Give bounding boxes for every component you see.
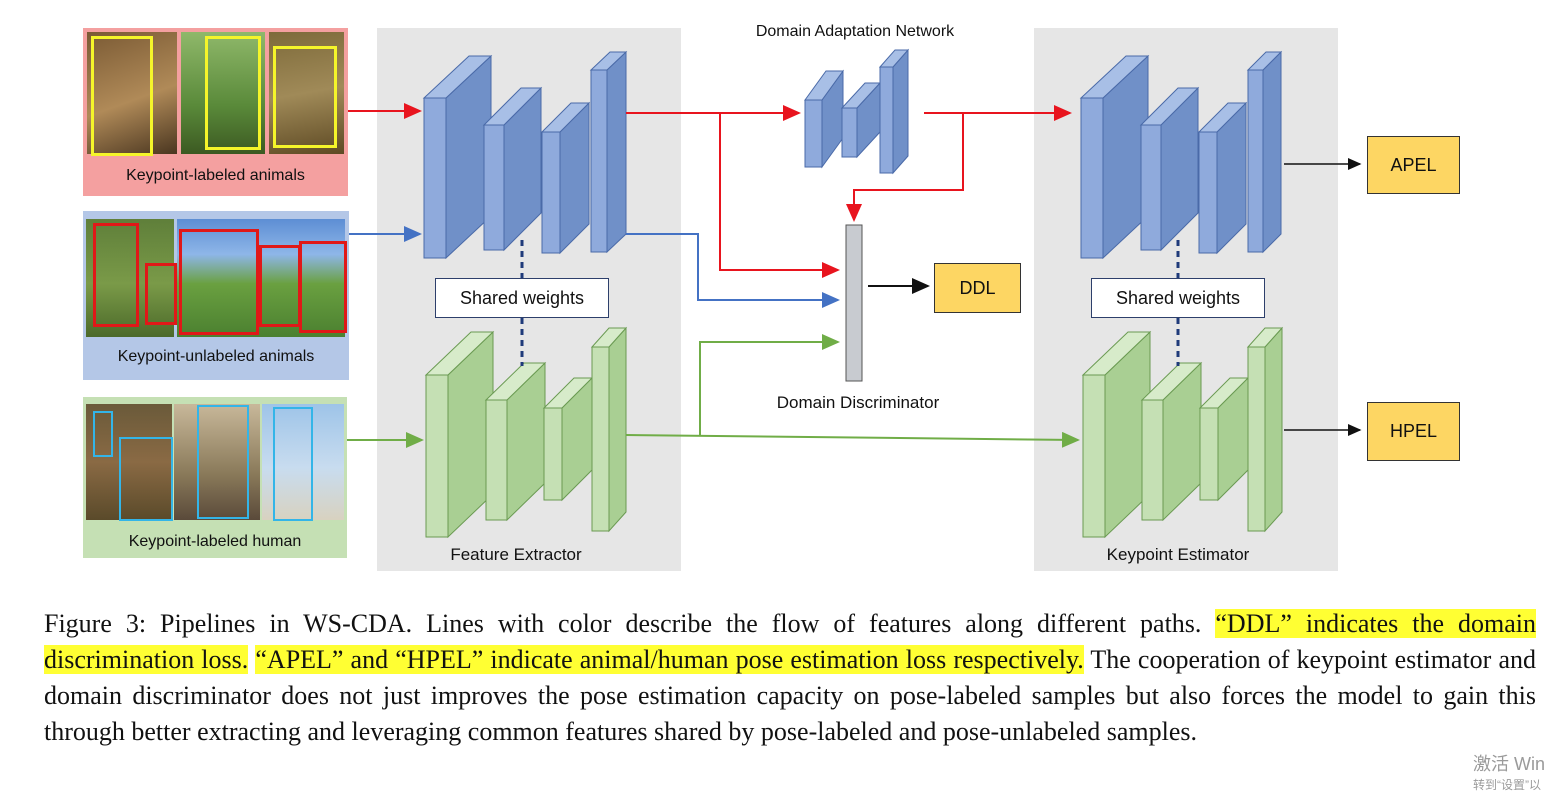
ke-green-block-3 [1198,376,1250,502]
man-room-image [174,404,260,520]
figure-caption: Figure 3: Pipelines in WS-CDA. Lines wit… [44,606,1536,750]
shared-weights-right: Shared weights [1091,278,1265,318]
red-line-to-discriminator [719,113,840,278]
dan-block-2 [840,81,882,159]
shared-weights-left: Shared weights [435,278,609,318]
cat-bbox [91,36,153,156]
caption-suffix: The cooperation of keypoint estimator an… [44,645,1536,746]
source-label: Keypoint-labeled human [128,533,302,550]
fe-blue-block-4 [589,50,628,254]
person-bbox-1 [93,411,113,457]
caption-highlight-pel: “APEL” and “HPEL” indicate animal/human … [255,645,1084,674]
domain-adaptation-label: Domain Adaptation Network [755,23,955,40]
feature-extractor-label: Feature Extractor [450,545,582,564]
fe-green-block-2 [484,361,547,522]
fe-blue-block-1 [422,54,493,260]
ke-blue-block-2 [1139,86,1200,252]
pipeline-diagram [347,48,1362,539]
source-unlabeled-animals: Keypoint-unlabeled animals [83,211,349,380]
pisa-image [262,404,344,520]
green-line-to-estimator [625,431,1080,448]
source-label: Keypoint-unlabeled animals [117,348,315,365]
activation-watermark-line2: 转到“设置”以 [1473,778,1541,792]
source-labeled-animals: Keypoint-labeled animals [83,28,348,196]
dog-ground-image [269,32,344,154]
cow-bbox-4 [299,241,347,333]
caption-prefix: Figure 3: Pipelines in WS-CDA. Lines wit… [44,609,1216,638]
cat-image [87,32,177,154]
dog-ground-bbox [273,46,337,148]
ddl-box: DDL [934,263,1021,313]
bikers-image [86,404,172,520]
fe-green-block-4 [590,326,628,533]
domain-discriminator-bar [845,224,863,382]
cow-bbox-1 [93,223,139,327]
fe-blue-block-3 [540,101,591,255]
apel-box: APEL [1367,136,1460,194]
activation-watermark-line1: 激活 Win [1473,754,1545,774]
keypoint-estimator-label: Keypoint Estimator [1106,545,1250,564]
dan-block-1 [804,69,844,169]
cow-calf-image [86,219,174,337]
ke-green-block-2 [1140,361,1203,522]
person-bbox-4 [273,407,313,521]
dog-jump-image [181,32,265,154]
domain-discriminator-label: Domain Discriminator [776,393,940,412]
source-label: Keypoint-labeled animals [126,167,305,184]
ke-green-block-4 [1246,326,1284,533]
cow-bbox-2 [179,229,259,335]
dog-jump-bbox [205,36,261,150]
ke-blue-block-3 [1197,101,1248,255]
calf-bbox [145,263,177,325]
fe-green-block-1 [424,330,495,539]
person-bbox-2 [119,437,173,521]
hpel-box: HPEL [1367,402,1460,461]
person-bbox-3 [197,405,249,519]
red-line-dan-to-discriminator [846,113,964,222]
fe-blue-block-2 [482,86,543,252]
dan-block-3 [878,48,910,175]
ke-blue-block-1 [1079,54,1150,260]
green-line-to-discriminator [699,334,840,435]
ke-blue-block-4 [1246,50,1283,254]
fe-green-block-3 [542,376,594,502]
ke-green-block-1 [1081,330,1152,539]
source-labeled-human: Keypoint-labeled human [83,397,347,558]
blue-line-to-discriminator [626,233,840,308]
